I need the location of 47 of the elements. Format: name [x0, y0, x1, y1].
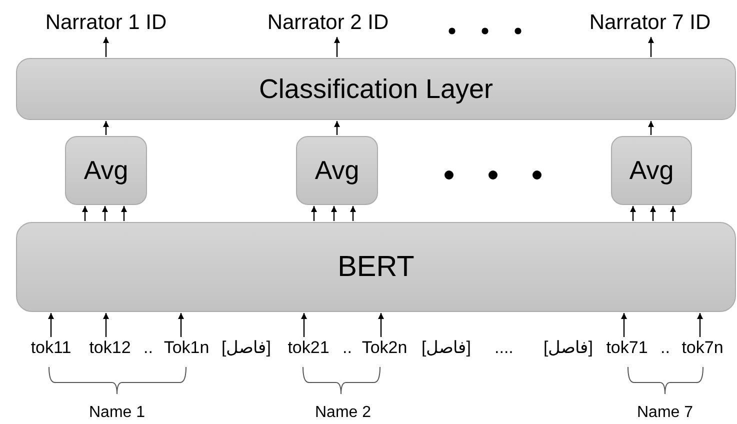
arrow — [311, 206, 317, 221]
arrow — [697, 313, 703, 337]
arrow — [630, 206, 636, 221]
group-name: Name 7 — [637, 402, 694, 422]
separator-dots: .. — [660, 338, 670, 358]
classification-layer-box: Classification Layer — [16, 58, 736, 120]
output-label: Narrator 7 ID — [585, 10, 715, 36]
bert-box: BERT — [16, 222, 736, 312]
arrow — [121, 206, 127, 221]
arrow — [103, 37, 109, 57]
separator-dots: .. — [144, 338, 153, 358]
arrow — [102, 206, 108, 221]
output-label: Narrator 1 ID — [46, 10, 166, 36]
output-label: Narrator 2 ID — [268, 10, 388, 36]
group-name: Name 2 — [315, 402, 372, 422]
separator-token: [فاصل] — [222, 338, 271, 358]
arrow — [650, 206, 656, 221]
arrow — [378, 313, 384, 337]
arrow — [648, 37, 654, 57]
arrow — [331, 206, 337, 221]
token-label: tok11 — [24, 338, 78, 358]
arrow — [48, 313, 54, 337]
token-label: tok12 — [83, 338, 137, 358]
ellipsis-text: .... — [494, 338, 514, 358]
arrow — [334, 121, 340, 135]
arrow — [334, 37, 340, 57]
arrow — [648, 121, 654, 135]
separator-dots: .. — [342, 338, 352, 358]
token-label: tok7n — [674, 338, 731, 358]
separator-token: [فاصل] — [422, 338, 471, 358]
token-label: Tok1n — [158, 338, 215, 358]
group-name: Name 1 — [89, 402, 146, 422]
arrow — [621, 313, 627, 337]
token-label: tok71 — [599, 338, 655, 358]
arrow — [103, 313, 109, 337]
avg-box: Avg — [296, 136, 378, 205]
token-label: Tok2n — [356, 338, 413, 358]
arrow — [670, 206, 676, 221]
token-label: tok21 — [281, 338, 336, 358]
avg-box: Avg — [611, 136, 692, 205]
arrow — [103, 121, 109, 135]
avg-box: Avg — [65, 136, 147, 205]
arrow — [350, 206, 356, 221]
arrow — [82, 206, 88, 221]
arrow — [301, 313, 307, 337]
arrow — [178, 313, 184, 337]
separator-token: [فاصل] — [544, 338, 593, 358]
